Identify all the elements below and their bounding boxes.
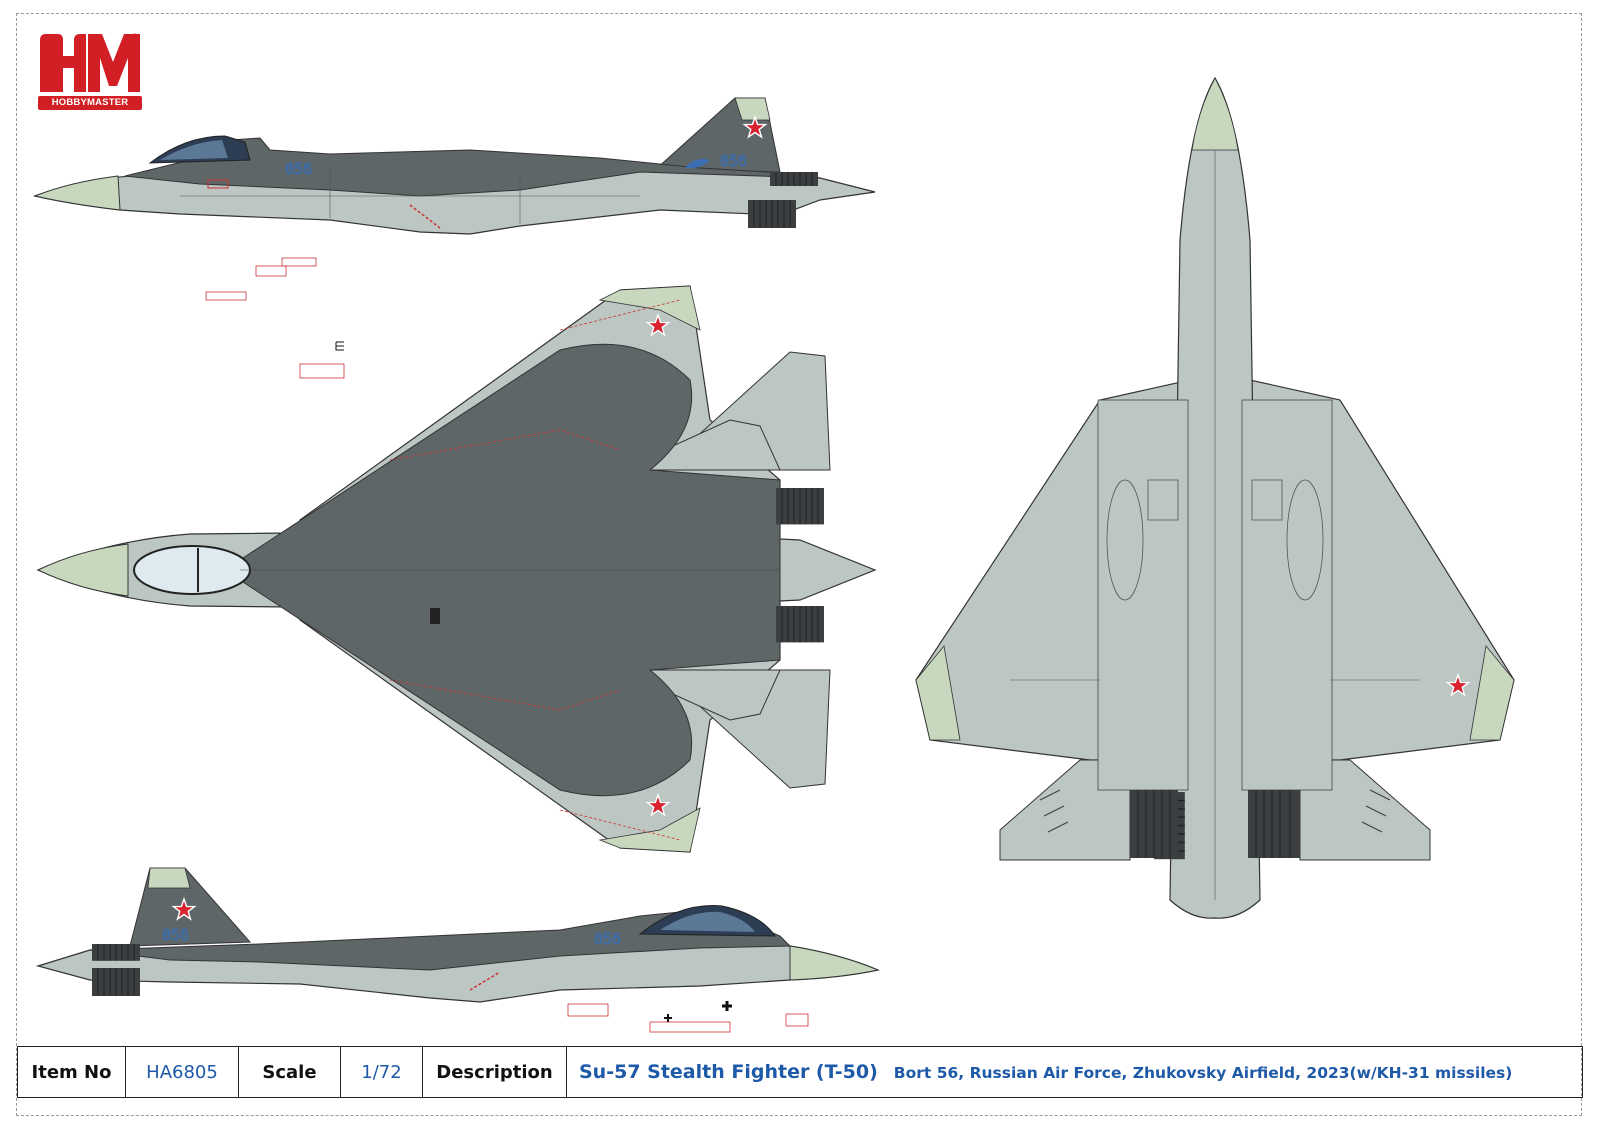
description-cell: Su-57 Stealth Fighter (T-50) Bort 56, Rus… [566, 1046, 1583, 1098]
stencil-markings [205, 257, 809, 1033]
description-detail: Bort 56, Russian Air Force, Zhukovsky Ai… [893, 1064, 1513, 1082]
table-row: Item No HA6805 Scale 1/72 Description Su… [17, 1046, 1583, 1098]
sheet-border [16, 13, 1582, 1116]
description-label: Description [422, 1046, 567, 1098]
side-profile-right-view: 056 056 [35, 867, 881, 1003]
bort-number-fin: 056 [720, 152, 747, 170]
plan-view-underside [915, 76, 1515, 919]
bort-number-fuselage: 056 [594, 930, 621, 948]
logo-banner [38, 96, 142, 110]
scale-label: Scale [238, 1046, 341, 1098]
logo-wordmark: HOBBYMASTER [51, 97, 129, 108]
product-info-table: Item No HA6805 Scale 1/72 Description Su… [17, 1046, 1583, 1098]
item-no-value: HA6805 [125, 1046, 239, 1098]
hobbymaster-logo: HOBBYMASTER [38, 32, 142, 114]
bort-number-fuselage: 056 [285, 160, 312, 178]
scale-value: 1/72 [340, 1046, 423, 1098]
item-no-label: Item No [17, 1046, 126, 1098]
description-title: Su-57 Stealth Fighter (T-50) [579, 1061, 878, 1083]
hm-logo-mark [40, 33, 140, 92]
bort-number-fin: 056 [162, 926, 189, 944]
plan-view-top [36, 285, 877, 853]
side-profile-left-view: 056 056 [32, 97, 876, 235]
